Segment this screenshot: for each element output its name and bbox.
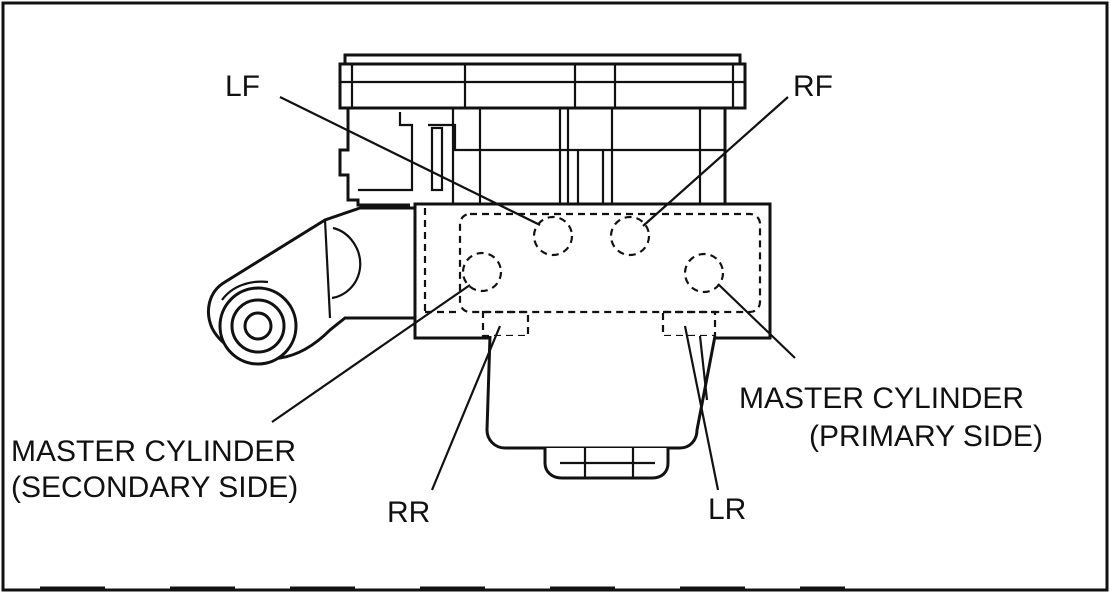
pump-motor [485,335,717,480]
leader-lines [271,96,796,491]
port-master-secondary [461,251,503,293]
label-lr: LR [708,493,746,526]
label-rr: RR [387,496,430,529]
port-lf [532,215,574,257]
control-module-housing [338,53,747,207]
label-master-secondary-line2: (SECONDARY SIDE) [11,471,298,504]
label-master-primary-line1: MASTER CYLINDER [739,382,1024,415]
hydraulic-unit-block [413,202,772,340]
port-master-primary [683,252,725,294]
label-master-secondary-line1: MASTER CYLINDER [11,435,296,468]
label-lf: LF [225,70,260,103]
port-rf [609,215,651,257]
label-master-primary-line2: (PRIMARY SIDE) [809,420,1043,453]
label-rf: RF [793,70,833,103]
mounting-bracket [207,206,418,366]
